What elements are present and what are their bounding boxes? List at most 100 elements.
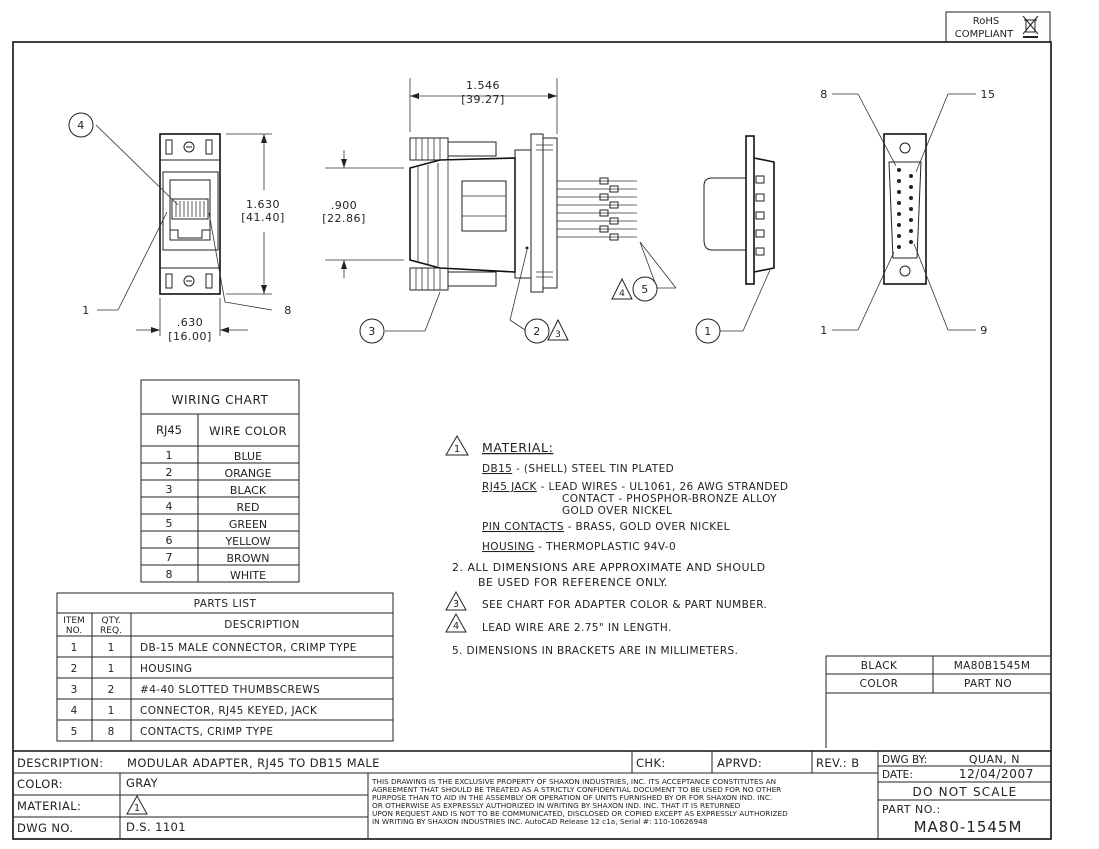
flag-5-label: 5	[641, 283, 649, 296]
dim-jack-in: .630	[177, 316, 204, 329]
note-rj45: RJ45 JACK - LEAD WIRES - UL1061, 26 AWG …	[482, 481, 788, 493]
color-table-part: MA80B1545M	[954, 660, 1031, 672]
wiring-col-color: WIRE COLOR	[209, 424, 287, 438]
color-table-color: BLACK	[861, 660, 898, 672]
parts-desc-4: CONNECTOR, RJ45 KEYED, JACK	[140, 705, 318, 717]
dim-width-mm: [39.27]	[461, 93, 505, 106]
note-2-line2: BE USED FOR REFERENCE ONLY.	[478, 576, 668, 589]
flag-3-triangle-icon	[547, 318, 569, 341]
note-housing-label: HOUSING	[482, 541, 534, 553]
callout-4	[68, 112, 94, 138]
housing-side-view	[325, 78, 677, 332]
callout-3	[359, 318, 385, 344]
parts-item-1: 1	[71, 642, 78, 654]
parts-item-4: 4	[71, 705, 78, 717]
tb-date-value: 12/04/2007	[959, 767, 1034, 781]
color-table-color-head: COLOR	[860, 678, 899, 690]
tb-material-label: MATERIAL:	[17, 799, 81, 813]
callout-4-label: 4	[77, 119, 85, 132]
title-block: DESCRIPTION: MODULAR ADAPTER, RJ45 TO DB…	[13, 750, 1051, 839]
callout-1-label: 1	[82, 304, 90, 317]
rohs-line1: RoHS	[973, 16, 999, 27]
callout-2	[524, 318, 550, 344]
wiring-pin-8: 8	[166, 568, 173, 581]
note-db15-text: - (SHELL) STEEL TIN PLATED	[512, 463, 674, 475]
note-pin-text: - BRASS, GOLD OVER NICKEL	[564, 521, 730, 533]
parts-item-3: 3	[71, 684, 78, 696]
parts-head-item2: NO.	[66, 626, 82, 636]
note-4-flag-icon	[445, 612, 467, 633]
tb-scale: DO NOT SCALE	[913, 785, 1018, 799]
parts-qty-4: 1	[108, 705, 115, 717]
wiring-color-3: BLACK	[230, 484, 267, 497]
wiring-color-8: WHITE	[230, 569, 266, 582]
note-3-flag: 3	[453, 599, 459, 610]
pin-1-label: 1	[820, 324, 828, 337]
parts-head-desc: DESCRIPTION	[224, 619, 299, 631]
tb-dwgby-label: DWG BY:	[882, 754, 927, 766]
wiring-pin-6: 6	[166, 534, 173, 547]
wiring-pin-2: 2	[166, 466, 173, 479]
tb-legal-2: AGREEMENT THAT SHOULD BE TREATED AS A ST…	[372, 785, 781, 794]
note-housing-text: - THERMOPLASTIC 94V-0	[534, 541, 676, 553]
wiring-color-5: GREEN	[229, 518, 267, 531]
flag-4-triangle-icon	[611, 277, 633, 300]
tb-date-label: DATE:	[882, 769, 913, 781]
wiring-pin-5: 5	[166, 517, 173, 530]
callout-8-label: 8	[284, 304, 292, 317]
dim-body-in: .900	[331, 199, 358, 212]
tb-chk-label: CHK:	[636, 756, 666, 770]
note-3-flag-icon	[445, 590, 467, 611]
wiring-chart: WIRING CHART RJ45 WIRE COLOR 1 BLUE 2 OR…	[140, 379, 300, 583]
tb-color-label: COLOR:	[17, 777, 63, 791]
parts-list: PARTS LIST ITEM NO. QTY. REQ. DESCRIPTIO…	[56, 592, 394, 742]
wiring-pin-7: 7	[166, 551, 173, 564]
note-rj45-line3: GOLD OVER NICKEL	[562, 505, 672, 517]
dim-height-mm: [41.40]	[241, 211, 285, 224]
flag-4-label: 4	[619, 289, 625, 299]
note-rj45-line2: CONTACT - PHOSPHOR-BRONZE ALLOY	[562, 493, 777, 505]
note-db15: DB15 - (SHELL) STEEL TIN PLATED	[482, 463, 674, 475]
wiring-color-7: BROWN	[227, 552, 270, 565]
parts-item-2: 2	[71, 663, 78, 675]
tb-dwgno-label: DWG NO.	[17, 821, 73, 835]
note-pin-label: PIN CONTACTS	[482, 521, 564, 533]
tb-legal-6: IN WRITING BY SHAXON INDUSTRIES INC. Aut…	[372, 817, 708, 826]
parts-head-qty2: REQ.	[100, 626, 122, 636]
wiring-pin-3: 3	[166, 483, 173, 496]
note-5-text: 5. DIMENSIONS IN BRACKETS ARE IN MILLIME…	[452, 645, 738, 657]
wiring-pin-1: 1	[166, 449, 173, 462]
wiring-color-6: YELLOW	[224, 535, 270, 548]
parts-qty-2: 1	[108, 663, 115, 675]
callout-2-label: 2	[533, 325, 541, 338]
note-3-text: SEE CHART FOR ADAPTER COLOR & PART NUMBE…	[482, 599, 767, 611]
color-table-part-head: PART NO	[964, 678, 1012, 690]
dim-height-in: 1.630	[246, 198, 280, 211]
note-pin: PIN CONTACTS - BRASS, GOLD OVER NICKEL	[482, 521, 730, 533]
rohs-line2: COMPLIANT	[955, 29, 1014, 40]
note-1-flag-icon	[445, 435, 469, 456]
tb-material-flag-icon	[126, 794, 148, 815]
wiring-color-1: BLUE	[234, 450, 262, 463]
wiring-col-rj45: RJ45	[156, 423, 182, 437]
parts-qty-5: 8	[108, 726, 115, 738]
parts-item-5: 5	[71, 726, 78, 738]
wiring-chart-title: WIRING CHART	[172, 393, 269, 407]
note-4-flag: 4	[453, 621, 459, 632]
parts-qty-1: 1	[108, 642, 115, 654]
callout-1-db15	[695, 318, 721, 344]
tb-color-value: GRAY	[126, 776, 159, 790]
tb-partno-label: PART NO.:	[882, 803, 941, 816]
notes-block: 1 MATERIAL: DB15 - (SHELL) STEEL TIN PLA…	[445, 435, 788, 657]
note-1-flag: 1	[454, 444, 460, 455]
tb-partno-value: MA80-1545M	[914, 818, 1023, 836]
note-housing: HOUSING - THERMOPLASTIC 94V-0	[482, 541, 676, 553]
wiring-color-4: RED	[236, 501, 259, 514]
tb-aprvd-label: APRVD:	[717, 756, 762, 770]
parts-head-qty1: QTY.	[101, 616, 120, 626]
tb-legal-4: OR OTHERWISE AS EXPRESSLY AUTHORIZED IN …	[372, 801, 741, 810]
note-4-text: LEAD WIRE ARE 2.75" IN LENGTH.	[482, 622, 672, 634]
parts-head-item1: ITEM	[63, 616, 85, 626]
tb-dwgby-value: QUAN, N	[969, 753, 1020, 766]
